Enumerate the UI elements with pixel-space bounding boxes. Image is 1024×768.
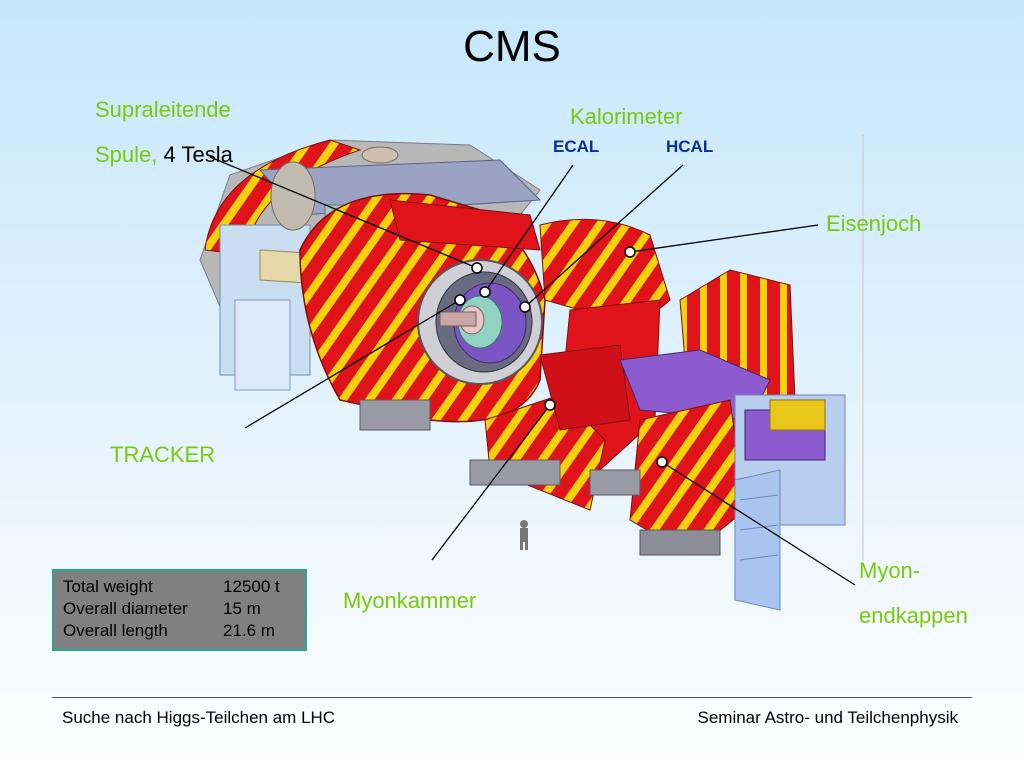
spec-key: Overall length (63, 621, 168, 640)
spec-value: 21.6 m (223, 621, 275, 640)
label-spule-line: Spule, 4 Tesla (95, 142, 233, 168)
label-spule: Spule (95, 142, 152, 167)
leader-hcal (524, 164, 684, 308)
spec-row: Overall diameter 15 m (63, 599, 305, 621)
barrel-wheel (299, 192, 546, 423)
spec-row: Total weight 12500 t (63, 577, 305, 599)
label-endkappen: endkappen (859, 603, 968, 628)
label-ecal: ECAL (553, 137, 600, 156)
middle-barrel-ring (484, 218, 671, 511)
spec-key: Total weight (63, 577, 153, 596)
leader-ecal (484, 164, 574, 293)
label-supraleitende: Supraleitende (95, 97, 231, 122)
person-scale-figure (520, 520, 528, 550)
spec-row: Overall length 21.6 m (63, 621, 305, 643)
label-myon: Myon- (859, 558, 921, 583)
leader-myonkammer (431, 404, 551, 561)
label-eisenjoch: Eisenjoch (826, 211, 922, 236)
leader-spule (209, 156, 478, 269)
footer-right: Seminar Astro- und Teilchenphysik (697, 708, 959, 727)
label-kalorimeter: Kalorimeter (570, 104, 683, 129)
leader-lines (209, 156, 856, 586)
label-myonkammer: Myonkammer (343, 588, 477, 613)
label-tesla: 4 Tesla (157, 142, 233, 167)
spec-value: 12500 t (223, 577, 280, 596)
specs-box: Total weight 12500 t Overall diameter 15… (52, 569, 307, 651)
footer-divider (52, 697, 972, 698)
slide-title: CMS (463, 22, 561, 71)
leader-markers (454, 246, 668, 468)
label-tracker: TRACKER (110, 442, 216, 467)
leader-endkappen (661, 461, 856, 586)
footer-left: Suche nach Higgs-Teilchen am LHC (62, 708, 336, 727)
leader-eisenjoch (629, 224, 819, 253)
leader-tracker (244, 299, 461, 429)
ground-supports (359, 399, 641, 496)
label-hcal: HCAL (666, 137, 714, 156)
label-spule-comma: , (151, 142, 158, 167)
spec-value: 15 m (223, 599, 261, 618)
spec-key: Overall diameter (63, 599, 188, 618)
